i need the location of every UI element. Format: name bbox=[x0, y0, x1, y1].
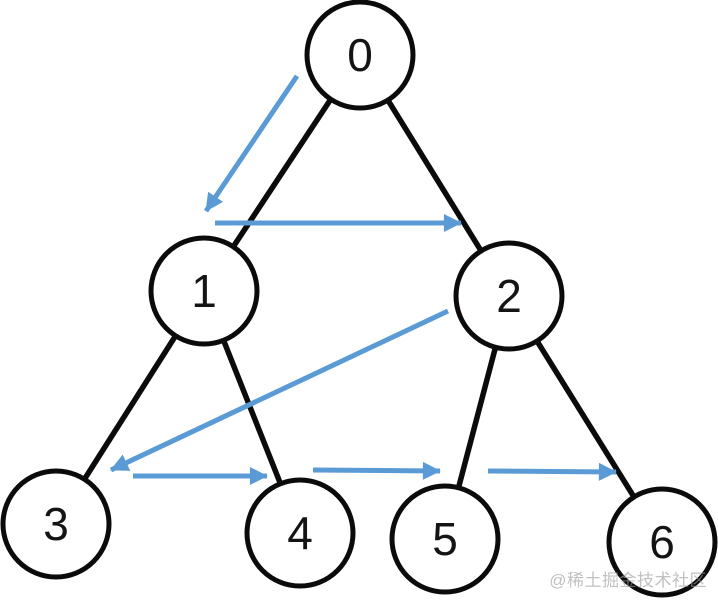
tree-node-4: 4 bbox=[244, 477, 356, 589]
tree-node-label-3: 3 bbox=[43, 498, 69, 550]
tree-node-circle-2 bbox=[453, 240, 565, 352]
tree-node-2: 2 bbox=[453, 240, 565, 352]
tree-node-circle-3 bbox=[0, 468, 112, 580]
tree-node-circle-4 bbox=[244, 477, 356, 589]
tree-node-6: 6 bbox=[606, 486, 718, 598]
arrow-5-to-6 bbox=[487, 462, 617, 481]
tree-node-circle-6 bbox=[606, 486, 718, 598]
tree-node-1: 1 bbox=[148, 235, 260, 347]
traversal-arrows-layer bbox=[109, 74, 617, 485]
arrow-2-to-3 bbox=[109, 308, 450, 473]
arrow-4-to-5 bbox=[312, 461, 441, 480]
tree-node-5: 5 bbox=[389, 483, 501, 595]
arrow-0-to-1 bbox=[203, 74, 300, 213]
tree-node-label-0: 0 bbox=[347, 29, 373, 81]
tree-node-label-6: 6 bbox=[649, 516, 675, 568]
tree-node-circle-1 bbox=[148, 235, 260, 347]
tree-node-label-4: 4 bbox=[287, 507, 313, 559]
tree-node-label-2: 2 bbox=[496, 270, 522, 322]
watermark: @稀土掘金技术社区 bbox=[549, 571, 707, 590]
tree-node-label-5: 5 bbox=[432, 513, 458, 565]
tree-node-0: 0 bbox=[304, 0, 416, 111]
tree-node-circle-5 bbox=[389, 483, 501, 595]
tree-node-3: 3 bbox=[0, 468, 112, 580]
tree-node-label-1: 1 bbox=[191, 265, 217, 317]
tree-node-circle-0 bbox=[304, 0, 416, 111]
